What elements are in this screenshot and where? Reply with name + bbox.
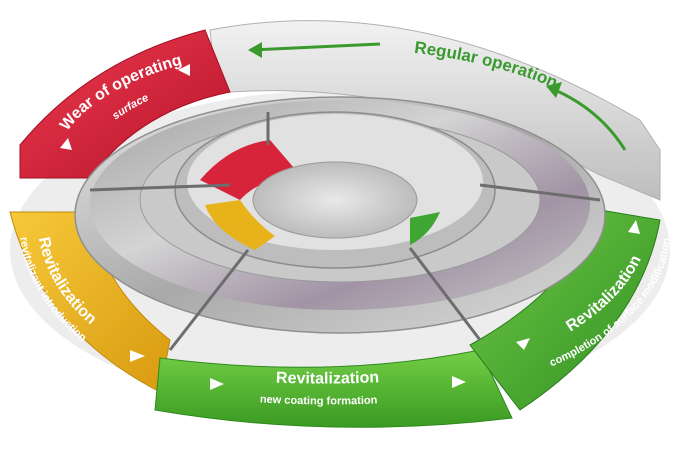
right-arrow-icon bbox=[628, 220, 640, 234]
wear-arrow-icon bbox=[60, 138, 72, 150]
revitalization-bottom-segment bbox=[154, 349, 513, 428]
inner-green-quadrant bbox=[410, 212, 440, 245]
inner-yellow-quadrant bbox=[205, 200, 275, 250]
right-arrow-icon bbox=[516, 338, 530, 350]
wear-arrow-icon bbox=[178, 64, 190, 76]
split-line bbox=[479, 183, 601, 202]
regular-operation-arrow-left bbox=[248, 42, 381, 58]
bottom-arrow-icon bbox=[452, 376, 466, 388]
revitalization-bottom-label: Revitalization bbox=[276, 369, 380, 387]
split-line bbox=[168, 249, 250, 351]
bottom-arrow-icon bbox=[210, 378, 224, 390]
revitalization-bottom-sublabel: new coating formation bbox=[260, 393, 378, 407]
wear-segment bbox=[19, 29, 231, 179]
regular-operation-arrow-right bbox=[546, 82, 627, 151]
center-hole bbox=[252, 161, 418, 239]
split-line bbox=[408, 247, 482, 341]
left-arrow-icon bbox=[130, 350, 145, 362]
split-line bbox=[89, 183, 231, 192]
